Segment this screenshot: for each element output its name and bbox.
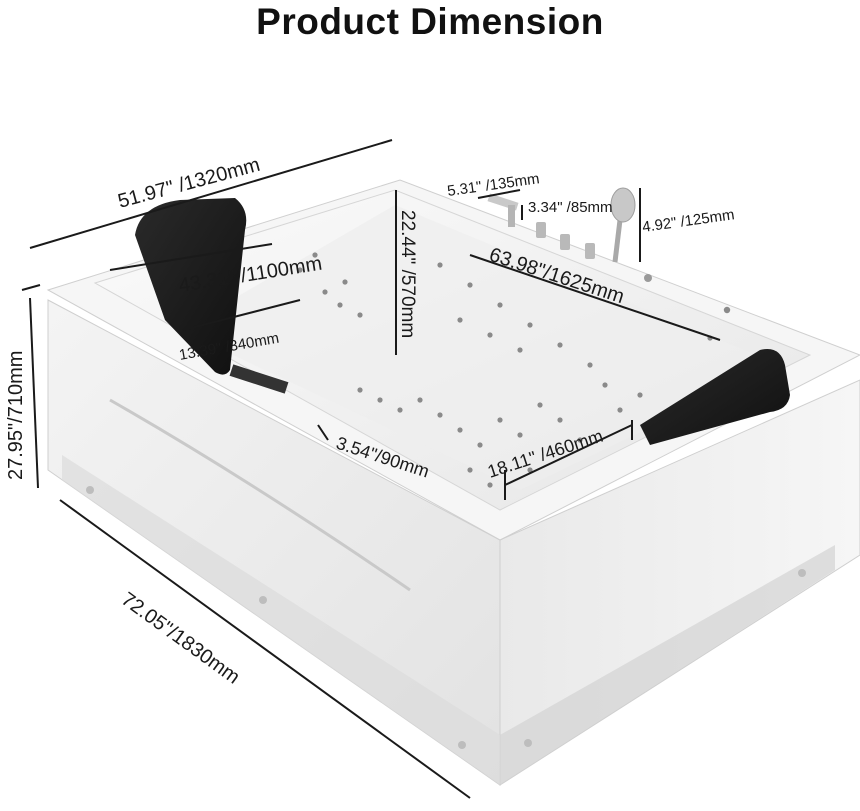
faucet-set bbox=[487, 187, 652, 282]
headrest-right bbox=[640, 349, 790, 445]
page-title: Product Dimension bbox=[256, 1, 604, 42]
label-outer-height: 27.95"/710mm bbox=[5, 351, 27, 480]
foot-icon bbox=[524, 739, 532, 747]
handshower-head-icon bbox=[610, 187, 636, 223]
foot-icon bbox=[86, 486, 94, 494]
foot-icon bbox=[458, 741, 466, 749]
control-panel bbox=[229, 364, 289, 394]
foot-icon bbox=[259, 596, 267, 604]
label-handshower-head: 4.92" /125mm bbox=[641, 206, 735, 236]
dimension-lines bbox=[21, 139, 721, 799]
label-outer-length: 72.05"/1830mm bbox=[117, 588, 244, 688]
tub-side-face bbox=[499, 379, 860, 786]
foot-icon bbox=[798, 569, 806, 577]
headrest-left bbox=[135, 198, 247, 375]
jets bbox=[297, 252, 731, 488]
label-inner-depth: 22.44" /570mm bbox=[397, 210, 418, 338]
label-faucet-spacing: 3.34" /85mm bbox=[528, 199, 613, 216]
headrests bbox=[135, 198, 790, 445]
